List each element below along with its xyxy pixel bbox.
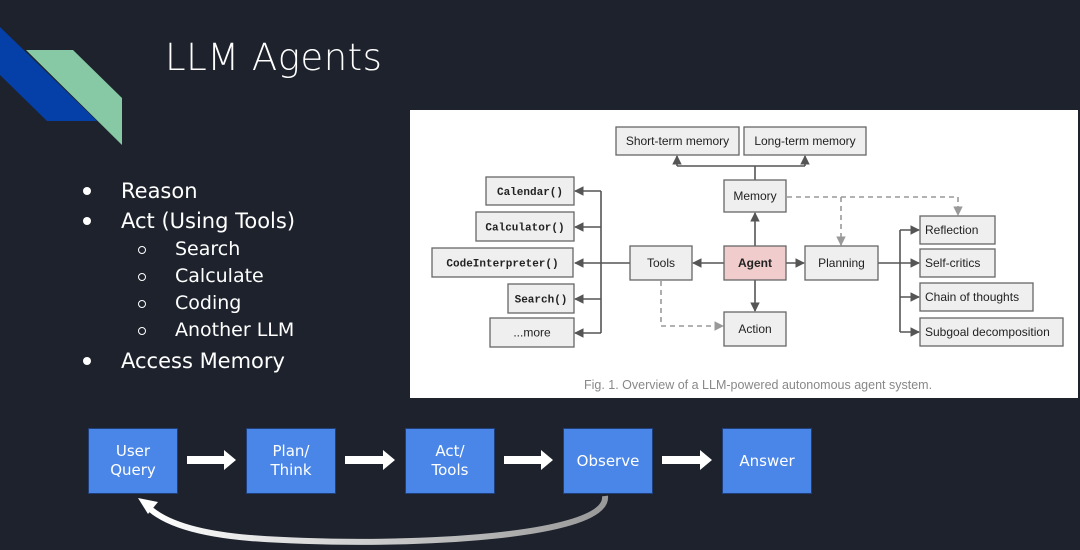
connector [787,196,963,216]
node-memory: Memory [723,179,787,213]
node-action: Action [723,311,787,347]
node-long-term: Long-term memory [743,126,867,156]
svg-text:Calculator(): Calculator() [485,223,564,235]
svg-text:Reflection: Reflection [925,223,978,237]
figure-caption: Fig. 1. Overview of a LLM-powered autono… [584,378,932,392]
flow-arrow [187,450,236,470]
svg-text:Self-critics: Self-critics [925,256,980,270]
node-code: CodeInterpreter() [431,247,574,278]
connector [677,165,805,180]
svg-text:CodeInterpreter(): CodeInterpreter() [446,259,558,271]
feedback-arrow [138,495,608,545]
flow-step-user: User Query [88,428,178,494]
flow-arrow [345,450,395,470]
node-calendar: Calendar() [485,176,575,206]
logo-blue-stripe [0,27,97,121]
node-calculator: Calculator() [475,211,575,242]
node-short-term: Short-term memory [615,126,740,156]
flow-step-act: Act/ Tools [405,428,495,494]
flow-arrow [504,450,553,470]
flow-step-answer: Answer [722,428,812,494]
logo-green-stripe [26,50,122,145]
svg-text:Search(): Search() [515,295,568,307]
svg-text:Memory: Memory [733,189,776,203]
node-agent: Agent [723,245,787,281]
node-planning: Planning [804,245,879,281]
node-tools: Tools [629,245,693,281]
flow-arrow [662,450,712,470]
connector [660,281,724,331]
node-more: ...more [489,317,575,348]
flow-step-observe: Observe [563,428,653,494]
node-reflection: Reflection [919,215,996,245]
node-self-critics: Self-critics [919,248,996,278]
svg-text:Long-term memory: Long-term memory [754,134,855,148]
svg-text:Tools: Tools [647,256,675,270]
svg-text:Short-term memory: Short-term memory [626,134,729,148]
svg-text:Chain of thoughts: Chain of thoughts [925,290,1019,304]
node-chain: Chain of thoughts [919,282,1034,312]
svg-text:...more: ...more [513,326,551,340]
node-search: Search() [507,283,575,314]
svg-text:Subgoal decomposition: Subgoal decomposition [925,325,1050,339]
svg-text:Planning: Planning [818,256,865,270]
slide-title: LLM Agents [165,36,383,79]
svg-text:Agent: Agent [738,256,772,270]
node-subgoal: Subgoal decomposition [919,317,1064,347]
svg-text:Action: Action [738,322,771,336]
svg-text:Calendar(): Calendar() [497,187,563,199]
flow-step-plan: Plan/ Think [246,428,336,494]
